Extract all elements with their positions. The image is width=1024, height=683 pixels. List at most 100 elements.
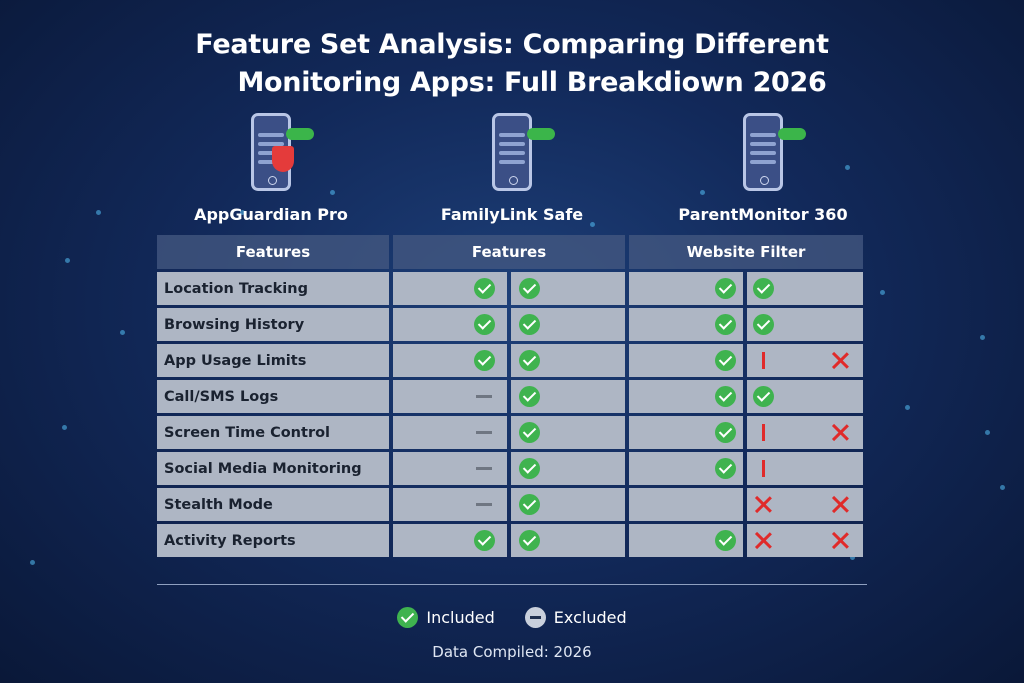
table-row: Call/SMS Logs — [157, 380, 867, 413]
divider — [157, 584, 867, 585]
dash-icon — [474, 458, 495, 479]
mark-cell — [629, 416, 743, 449]
comparison-table: Features Features Website Filter Locatio… — [157, 235, 867, 560]
mark-cell — [747, 452, 863, 485]
mark-cell — [629, 344, 743, 377]
header-cell: Website Filter — [629, 235, 863, 269]
network-dot — [980, 335, 985, 340]
table-row: Social Media Monitoring — [157, 452, 867, 485]
table-row: Browsing History — [157, 308, 867, 341]
network-dot — [1000, 485, 1005, 490]
title-line-1: Feature Set Analysis: Comparing Differen… — [195, 29, 829, 60]
feature-label: App Usage Limits — [164, 352, 307, 369]
mark-cell — [747, 272, 863, 305]
legend-excluded: Excluded — [553, 608, 627, 627]
footer-note: Data Compiled: 2026 — [432, 643, 592, 661]
check-icon — [519, 278, 540, 299]
check-icon — [474, 530, 495, 551]
feature-label: Call/SMS Logs — [164, 388, 279, 405]
check-icon — [397, 607, 419, 628]
feature-cell: Social Media Monitoring — [157, 452, 389, 485]
header-cell: Features — [157, 235, 389, 269]
table-row: Activity Reports — [157, 524, 867, 557]
mark-cell — [511, 380, 625, 413]
table-row: Location Tracking — [157, 272, 867, 305]
feature-cell: Screen Time Control — [157, 416, 389, 449]
phone-icon — [492, 113, 555, 191]
x-icon — [830, 494, 851, 515]
mark-cell — [629, 488, 743, 521]
phone-icon — [743, 113, 806, 191]
network-dot — [96, 210, 101, 215]
legend: Included Excluded — [0, 607, 1024, 628]
check-icon — [715, 314, 736, 335]
check-icon — [519, 458, 540, 479]
feature-cell: Browsing History — [157, 308, 389, 341]
check-icon — [715, 422, 736, 443]
legend-included: Included — [426, 608, 495, 627]
page-title: Feature Set Analysis: Comparing Differen… — [0, 26, 1024, 102]
mark-cell — [393, 344, 507, 377]
feature-label: Browsing History — [164, 316, 305, 333]
app-appguardian: AppGuardian Pro — [161, 113, 381, 224]
check-icon — [519, 422, 540, 443]
check-icon — [519, 386, 540, 407]
network-dot — [65, 258, 70, 263]
app-familylink: FamilyLink Safe — [402, 113, 622, 224]
network-dot — [880, 290, 885, 295]
feature-label: Screen Time Control — [164, 424, 331, 441]
check-icon — [715, 530, 736, 551]
check-icon — [753, 278, 774, 299]
network-dot — [850, 555, 855, 560]
x-icon — [830, 422, 851, 443]
feature-cell: Location Tracking — [157, 272, 389, 305]
check-icon — [753, 386, 774, 407]
feature-label: Location Tracking — [164, 280, 308, 297]
network-dot — [700, 190, 705, 195]
mark-cell — [511, 308, 625, 341]
app-name: AppGuardian Pro — [194, 205, 348, 224]
mark-cell — [747, 488, 863, 521]
network-dot — [30, 560, 35, 565]
mark-cell — [747, 308, 863, 341]
bar-icon — [753, 350, 774, 371]
network-dot — [120, 330, 125, 335]
mark-cell — [629, 452, 743, 485]
network-dot — [62, 425, 67, 430]
dash-icon — [474, 422, 495, 443]
check-icon — [474, 278, 495, 299]
network-dot — [330, 190, 335, 195]
mark-cell — [629, 380, 743, 413]
dash-icon — [474, 494, 495, 515]
mark-cell — [511, 344, 625, 377]
check-icon — [474, 350, 495, 371]
mark-cell — [629, 308, 743, 341]
check-icon — [519, 530, 540, 551]
network-dot — [845, 165, 850, 170]
feature-cell: Stealth Mode — [157, 488, 389, 521]
check-icon — [519, 350, 540, 371]
x-icon — [830, 350, 851, 371]
table-row: App Usage Limits — [157, 344, 867, 377]
check-icon — [715, 350, 736, 371]
x-icon — [830, 530, 851, 551]
mark-cell — [511, 452, 625, 485]
mark-cell — [393, 524, 507, 557]
mark-cell — [393, 308, 507, 341]
mark-cell — [393, 488, 507, 521]
mark-cell — [629, 272, 743, 305]
mark-cell — [511, 416, 625, 449]
dash-icon — [474, 386, 495, 407]
network-dot — [985, 430, 990, 435]
network-dot — [590, 222, 595, 227]
mark-cell — [747, 416, 863, 449]
check-icon — [715, 386, 736, 407]
mark-cell — [393, 452, 507, 485]
mark-cell — [393, 380, 507, 413]
network-dot — [905, 405, 910, 410]
check-icon — [519, 494, 540, 515]
table-row: Stealth Mode — [157, 488, 867, 521]
mark-cell — [629, 524, 743, 557]
feature-cell: Call/SMS Logs — [157, 380, 389, 413]
check-icon — [474, 314, 495, 335]
